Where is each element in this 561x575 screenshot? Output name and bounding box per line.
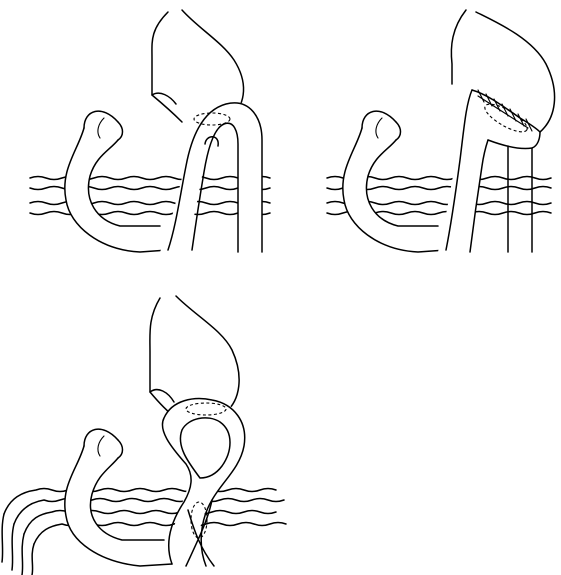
panel-1: [30, 10, 270, 252]
duodenal-stump-3: [65, 429, 172, 566]
jejunal-loop-1: [160, 102, 262, 252]
panel-2: [327, 10, 555, 252]
panel-3: [2, 296, 286, 575]
duodenal-stump-2: [343, 111, 446, 252]
jejunal-loop-3: [158, 398, 246, 566]
duodenal-stump-1: [65, 111, 168, 252]
